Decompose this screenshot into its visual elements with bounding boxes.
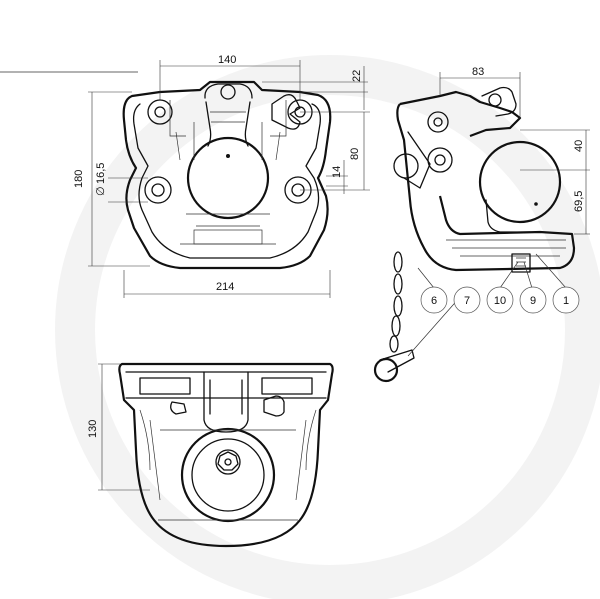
top-view <box>118 362 334 548</box>
dim-130: 130 <box>87 420 99 438</box>
callouts: 6 7 10 9 1 <box>407 253 580 357</box>
dim-14: 14 <box>331 166 343 178</box>
dim-140: 140 <box>218 54 236 66</box>
front-view <box>122 80 332 270</box>
svg-text:9: 9 <box>530 295 536 307</box>
watermark-logo <box>55 55 600 599</box>
dim-22: 22 <box>351 70 363 82</box>
dim-80: 80 <box>349 148 361 160</box>
callout-7: 7 <box>453 286 481 314</box>
callout-10: 10 <box>486 286 514 314</box>
dim-69-5: 69,5 <box>573 191 585 212</box>
dim-16-5: 16,5 <box>95 163 107 184</box>
svg-text:6: 6 <box>431 295 437 307</box>
dim-214: 214 <box>216 281 234 293</box>
dim-83: 83 <box>472 66 484 78</box>
front-dimensions: 140 180 ∅ 16,5 214 22 80 14 <box>73 54 370 298</box>
svg-text:1: 1 <box>563 295 569 307</box>
top-dimensions: 130 <box>87 363 150 491</box>
safety-chain <box>373 251 415 383</box>
callout-6: 6 <box>420 286 448 314</box>
callout-9: 9 <box>519 286 547 314</box>
side-view <box>373 86 576 383</box>
side-dimensions: 83 40 69,5 <box>439 66 590 235</box>
dim-diameter-symbol: ∅ <box>95 186 107 196</box>
svg-text:7: 7 <box>464 295 470 307</box>
dim-40: 40 <box>573 140 585 152</box>
svg-text:10: 10 <box>494 295 506 307</box>
callout-1: 1 <box>552 286 580 314</box>
dim-180: 180 <box>73 170 85 188</box>
